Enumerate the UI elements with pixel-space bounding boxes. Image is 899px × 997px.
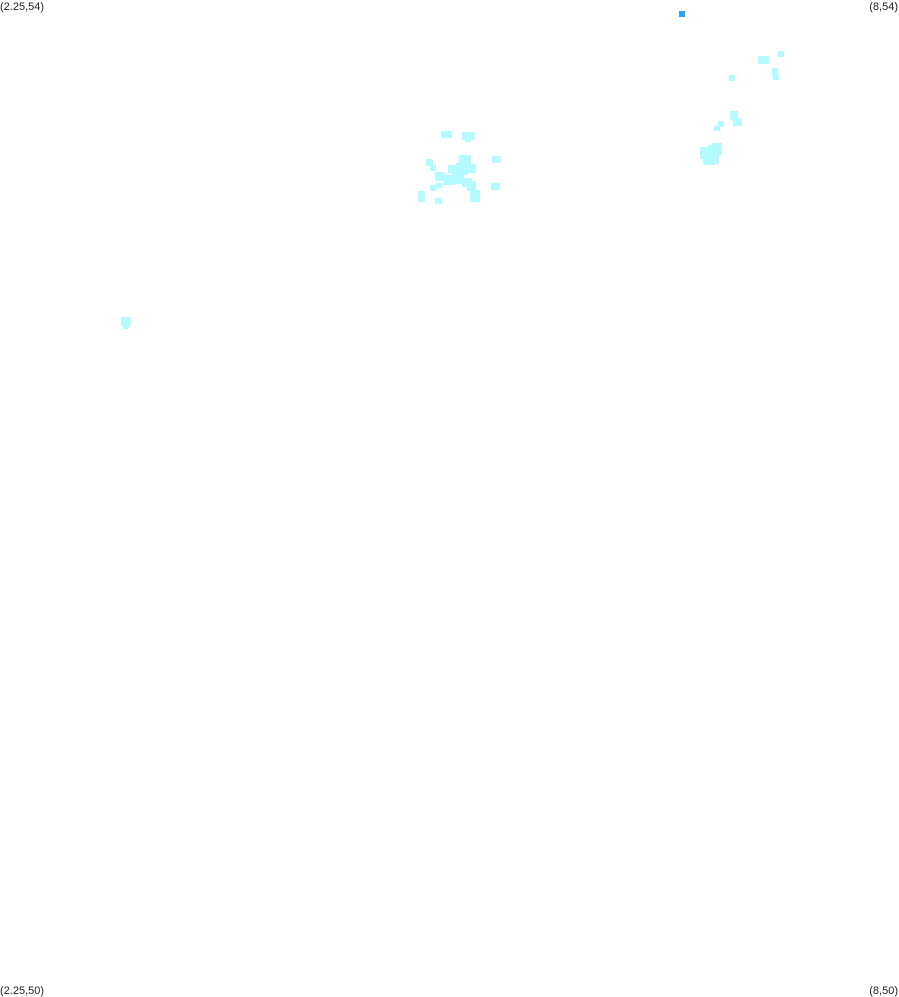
- cluster-cell: [491, 183, 500, 190]
- cluster-cell: [462, 132, 475, 140]
- cluster-cell: [452, 172, 464, 184]
- highlight-marker: [679, 11, 685, 17]
- cluster-cell: [467, 181, 476, 191]
- cluster-cell: [441, 131, 452, 138]
- cluster-cell: [123, 324, 129, 329]
- cluster-cell: [121, 317, 131, 326]
- cluster-cell: [700, 147, 710, 159]
- cluster-cell: [709, 152, 719, 164]
- cluster-cell: [435, 172, 445, 181]
- cluster-cell: [418, 191, 425, 202]
- cluster-cell: [430, 165, 436, 171]
- cluster-cell: [436, 183, 442, 188]
- cluster-cell: [714, 126, 720, 131]
- cluster-cell: [443, 175, 455, 185]
- cluster-cell: [772, 68, 778, 75]
- cluster-cell: [468, 164, 476, 173]
- cluster-cell: [729, 75, 735, 81]
- cluster-cell: [448, 165, 458, 173]
- central-cluster: [418, 131, 501, 204]
- corner-label-top-right: (8,54): [869, 1, 898, 13]
- corner-label-top-left: (2.25,54): [0, 1, 45, 13]
- cluster-cell: [470, 190, 480, 202]
- cluster-cell: [430, 185, 437, 191]
- cluster-cell: [426, 159, 433, 166]
- cluster-cell: [712, 143, 722, 155]
- north-east-cluster: [700, 51, 784, 165]
- cluster-cell: [733, 118, 742, 126]
- cluster-cell: [718, 121, 724, 127]
- corner-label-bottom-right: (8,50): [869, 985, 898, 997]
- cluster-cell: [758, 56, 769, 64]
- cluster-cell: [773, 74, 779, 80]
- cluster-cell: [492, 156, 501, 163]
- cluster-cell: [730, 111, 738, 120]
- corner-label-bottom-left: (2.25,50): [0, 985, 45, 997]
- north-west-cluster: [121, 317, 131, 329]
- cluster-cell: [435, 198, 442, 204]
- cluster-cell: [778, 51, 784, 57]
- cluster-cell: [465, 138, 471, 142]
- cluster-cell: [459, 155, 471, 165]
